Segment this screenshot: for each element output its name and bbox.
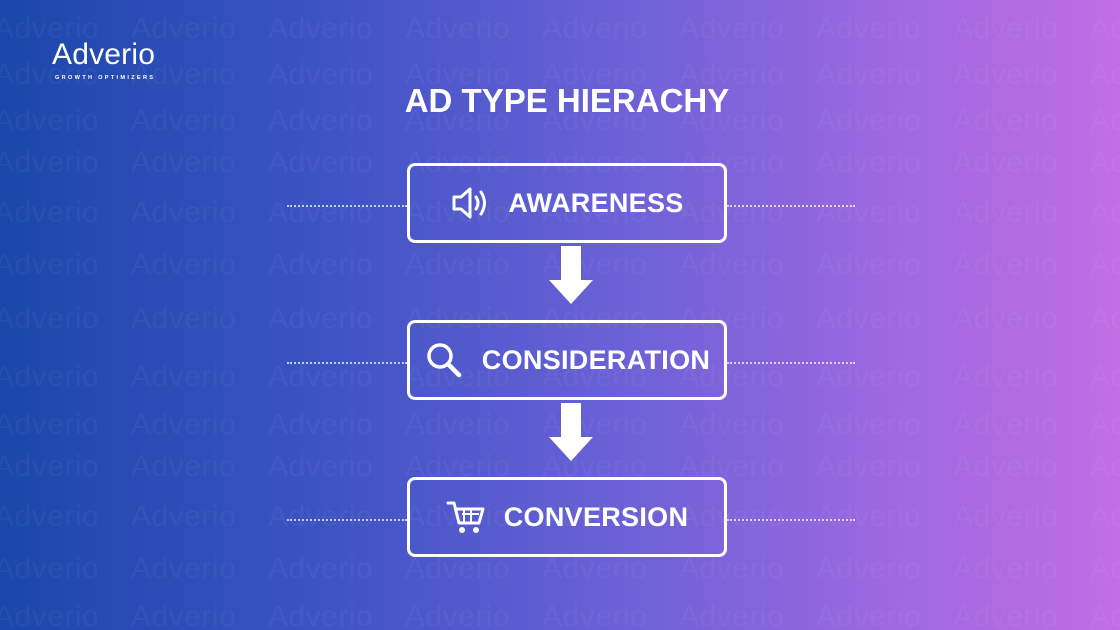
down-arrow-icon xyxy=(549,403,593,461)
connector-line-right-consideration xyxy=(727,362,855,364)
connector-line-right-conversion xyxy=(727,519,855,521)
brand-logo: Adverio GROWTH OPTIMIZERS xyxy=(52,38,182,82)
stage-awareness: AWARENESS xyxy=(407,163,727,243)
down-arrow-icon xyxy=(549,246,593,304)
shopping-cart-icon xyxy=(446,497,486,537)
speaker-icon xyxy=(450,183,490,223)
connector-line-left-conversion xyxy=(287,519,407,521)
stage-label-conversion: CONVERSION xyxy=(503,501,689,532)
stage-label-awareness: AWARENESS xyxy=(508,187,684,218)
stage-consideration: CONSIDERATION xyxy=(407,320,727,400)
connector-line-left-consideration xyxy=(287,362,407,364)
connector-line-left-awareness xyxy=(287,205,407,207)
search-icon xyxy=(424,340,464,380)
connector-line-right-awareness xyxy=(727,205,855,207)
diagram-title: AD TYPE HIERACHY xyxy=(404,82,730,119)
brand-name: Adverio xyxy=(52,38,156,71)
stage-label-consideration: CONSIDERATION xyxy=(481,344,711,375)
stage-conversion: CONVERSION xyxy=(407,477,727,557)
brand-tagline: GROWTH OPTIMIZERS xyxy=(55,75,156,81)
